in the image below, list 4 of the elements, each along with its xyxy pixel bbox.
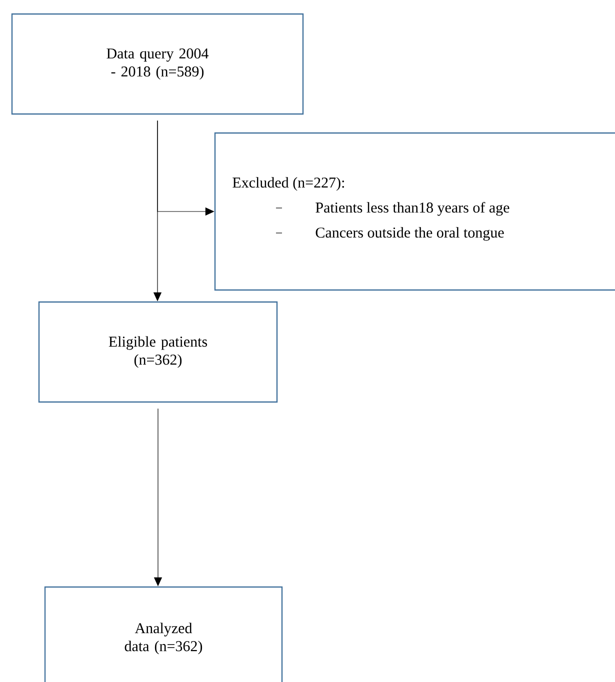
exclusion-box: Excluded (n=227): Patients less than18 years of age Cancers outside the oral tongue bbox=[214, 132, 615, 291]
process-box: Analyzed data (n=362) bbox=[44, 586, 283, 682]
process-box: Eligible patients (n=362) bbox=[38, 301, 278, 403]
process-box: Data query 2004 - 2018 (n=589) bbox=[11, 13, 304, 115]
